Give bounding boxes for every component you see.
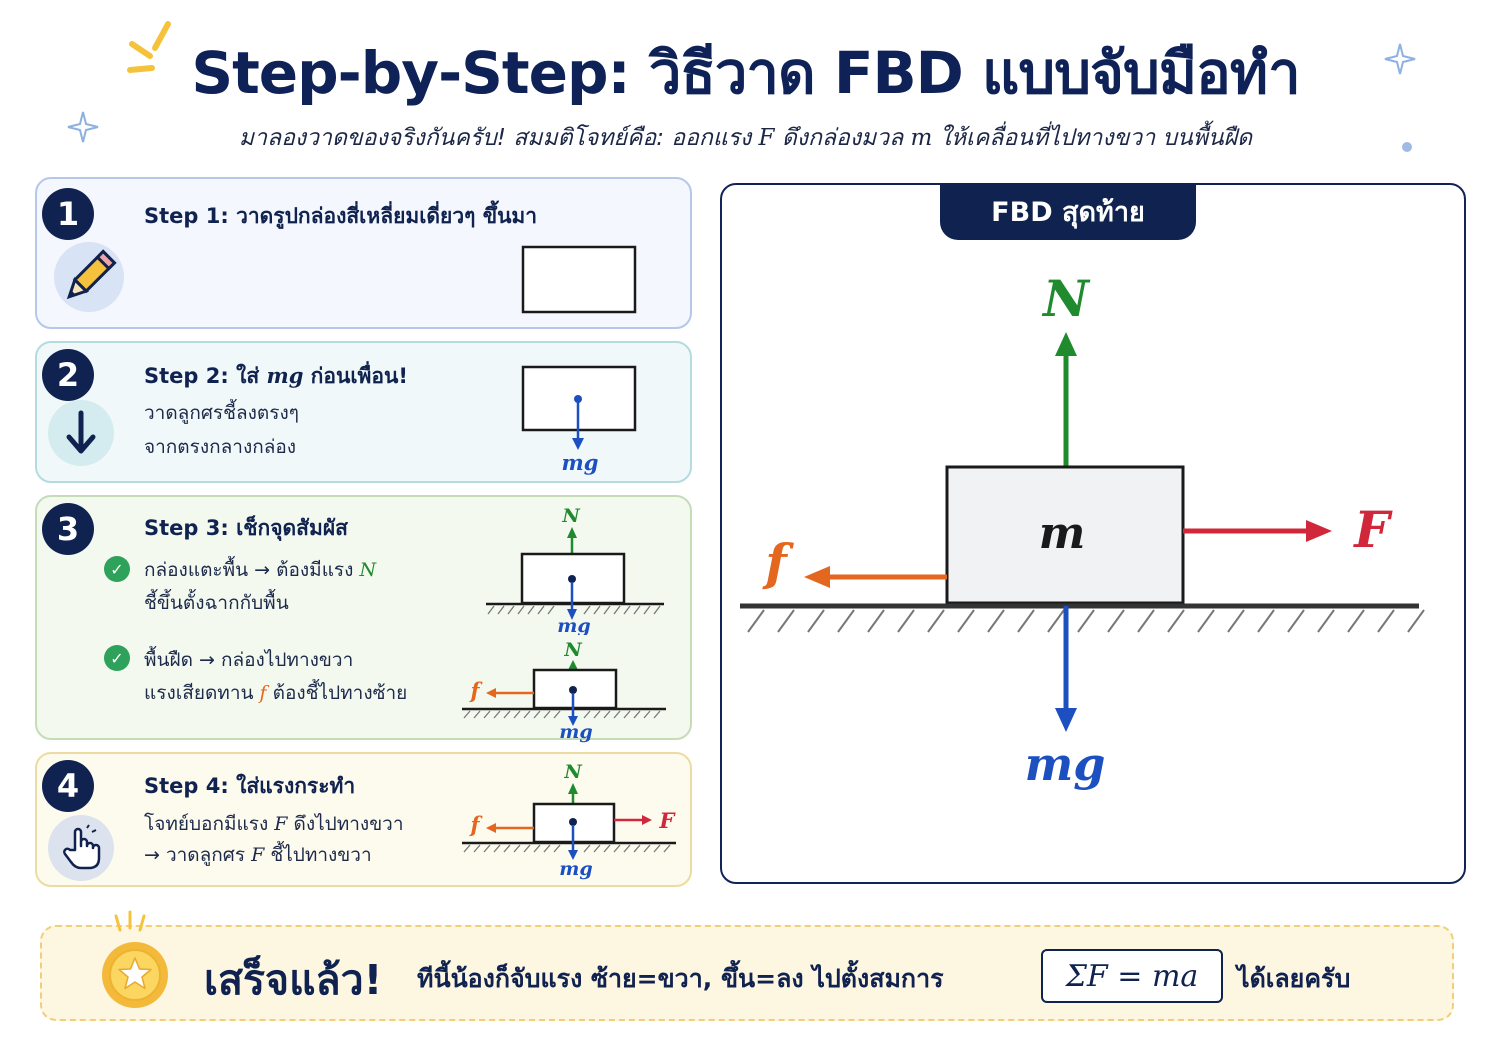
applied-force-arrow	[1306, 520, 1332, 542]
step-3-check-2-line-1: พื้นฝืด → กล่องไปทางขวา	[144, 649, 354, 671]
step-4-title: Step 4: ใส่แรงกระทำ	[144, 774, 356, 798]
check-icon: ✓	[104, 556, 130, 582]
step-4-line-1: โจทย์บอกมีแรง F ดึงไปทางขวา	[144, 813, 404, 835]
step-1-box-diagram	[521, 245, 637, 314]
step-3-check-2-line-2: แรงเสียดทาน f ต้องชี้ไปทางซ้าย	[144, 682, 408, 704]
applied-force-label: F	[1352, 500, 1393, 559]
step-3-check-1-line-2: ชี้ขึ้นตั้งฉากกับพื้น	[144, 592, 289, 614]
step-4-full-diagram: N f F mg	[462, 761, 677, 880]
star-sparkle-icon	[67, 111, 99, 143]
friction-arrow	[804, 566, 830, 588]
step-number: 4	[42, 760, 94, 812]
weight-arrow	[1055, 708, 1077, 732]
done-heading: เสร็จแล้ว!	[204, 956, 383, 1004]
friction-label: f	[468, 812, 483, 837]
equation-box: ΣF = ma	[1041, 949, 1223, 1003]
star-sparkle-icon	[1384, 43, 1416, 75]
sparkle-lines-icon	[127, 21, 171, 73]
weight-label: mg	[559, 721, 592, 743]
step-4-line-2: → วาดลูกศร F ชี้ไปทางขวา	[144, 844, 372, 866]
weight-label: mg	[559, 858, 592, 880]
step-number: 2	[42, 349, 94, 401]
pencil-icon	[54, 242, 124, 312]
step-2-line-1: วาดลูกศรชี้ลงตรงๆ	[144, 402, 299, 424]
dot-decoration	[1402, 142, 1412, 152]
friction-label: f	[468, 678, 483, 703]
weight-label: mg	[557, 615, 590, 635]
step-3-title: Step 3: เช็กจุดสัมผัส	[144, 516, 348, 540]
normal-label: N	[561, 505, 580, 527]
step-number: 1	[42, 188, 94, 240]
star-coin-icon	[102, 942, 168, 1008]
weight-label: mg	[562, 450, 599, 475]
step-3-friction-diagram: N f mg	[462, 639, 666, 743]
applied-force-label: F	[659, 808, 677, 833]
banner-text: ทีนี้น้องก็จับแรง ซ้าย=ขวา, ขึ้น=ลง ไปตั…	[417, 964, 944, 993]
step-number: 3	[42, 503, 94, 555]
check-icon: ✓	[104, 645, 130, 671]
arrow-down-icon	[48, 400, 114, 466]
hand-pointer-icon	[48, 815, 114, 881]
normal-force-arrow	[1055, 332, 1077, 356]
step-3-check-1-line-1: กล่องแตะพื้น → ต้องมีแรง N	[144, 559, 377, 581]
page-subtitle: มาลองวาดของจริงกันครับ! สมมติโจทย์คือ: อ…	[238, 125, 1253, 151]
step-1-title: Step 1: วาดรูปกล่องสี่เหลี่ยมเดี่ยวๆ ขึ้…	[144, 204, 538, 228]
step-2-box-diagram: mg	[521, 365, 637, 475]
mass-label: m	[1039, 508, 1086, 559]
normal-label: N	[563, 639, 582, 661]
normal-force-label: N	[1041, 269, 1091, 328]
normal-label: N	[563, 761, 582, 783]
step-3-normal-diagram: N mg	[486, 505, 664, 635]
page-title: Step-by-Step: วิธีวาด FBD แบบจับมือทำ	[191, 39, 1300, 107]
step-2-line-2: จากตรงกลางกล่อง	[144, 436, 297, 458]
final-fbd-diagram: N m f F mg	[740, 269, 1425, 791]
weight-label: mg	[1025, 737, 1106, 791]
mass-box	[945, 465, 1185, 605]
sparkle-lines-icon	[114, 910, 146, 932]
ground-hatching	[747, 609, 1425, 633]
friction-label: f	[762, 533, 794, 592]
step-2-title: Step 2: ใส่ mg ก่อนเพื่อน!	[144, 363, 408, 388]
banner-end-text: ได้เลยครับ	[1237, 964, 1351, 993]
final-fbd-tab: FBD สุดท้าย	[940, 183, 1196, 240]
